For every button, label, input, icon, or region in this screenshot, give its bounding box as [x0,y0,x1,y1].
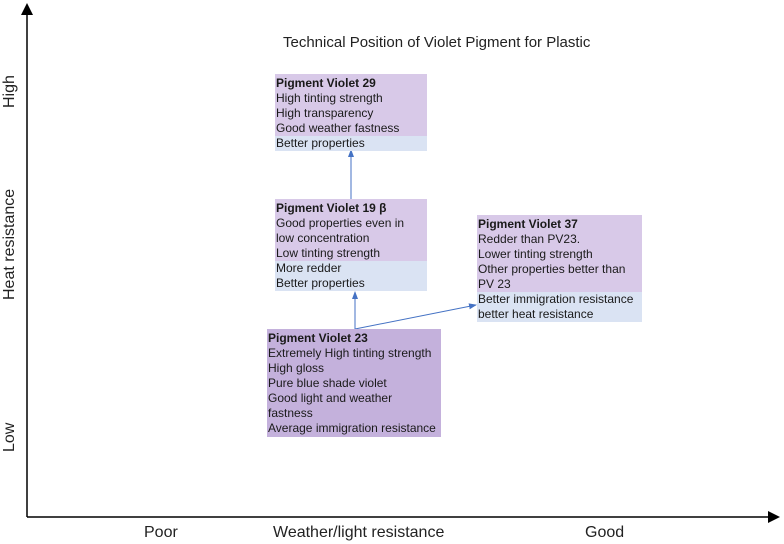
x-axis-title: Weather/light resistance [273,524,445,541]
pv37-prop: Redder than PV23. [478,232,581,246]
pv37-prop: Lower tinting strength [478,247,593,261]
pv37-advantage: better heat resistance [478,307,594,321]
pv19-properties: Pigment Violet 19 β Good properties even… [275,199,427,261]
chart-title: Technical Position of Violet Pigment for… [283,34,591,51]
pv19-name: Pigment Violet 19 β [276,201,387,215]
pv19-advantage: More redder [276,261,342,275]
pv23-properties: Pigment Violet 23 Extremely High tinting… [267,329,441,437]
pv37-prop: PV 23 [478,277,511,291]
y-axis-low-label: Low [1,422,18,452]
pv29-prop: High tinting strength [276,91,383,105]
pv29-name: Pigment Violet 29 [276,76,376,90]
pv29-properties: Pigment Violet 29 High tinting strength … [275,74,427,136]
pv23-prop: Pure blue shade violet [268,376,387,390]
y-axis-title: Heat resistance [1,188,18,300]
pv37-box: Pigment Violet 37 Redder than PV23. Lowe… [477,215,642,322]
x-axis-poor-label: Poor [144,524,178,541]
pv37-prop: Other properties better than [478,262,626,276]
y-axis-high-label: High [1,75,18,108]
pv23-prop: Average immigration resistance [268,421,436,435]
pv37-advantages: Better immigration resistance better hea… [477,292,642,322]
pv29-advantages: Better properties [275,136,427,151]
pv29-prop: Good weather fastness [276,121,400,135]
pv23-prop: Good light and weather fastness [268,391,393,420]
arrow-pv23-to-pv37 [354,303,477,330]
pv19-prop: Low tinting strength [276,246,381,260]
pv29-prop: High transparency [276,106,374,120]
pv29-advantage: Better properties [276,136,365,150]
pv37-properties: Pigment Violet 37 Redder than PV23. Lowe… [477,215,642,292]
pv23-prop: Extremely High tinting strength [268,346,432,360]
pv19-advantages: More redder Better properties [275,261,427,291]
pv23-name: Pigment Violet 23 [268,331,368,345]
pv19-advantage: Better properties [276,276,365,290]
pv23-box: Pigment Violet 23 Extremely High tinting… [267,329,441,437]
pv19-box: Pigment Violet 19 β Good properties even… [275,199,427,291]
pv37-name: Pigment Violet 37 [478,217,578,231]
pv37-advantage: Better immigration resistance [478,292,634,306]
x-axis-good-label: Good [585,524,625,541]
pv23-prop: High gloss [268,361,325,375]
pv29-box: Pigment Violet 29 High tinting strength … [275,74,427,151]
pv19-prop: Good properties even in [276,216,405,230]
pv19-prop: low concentration [276,231,370,245]
